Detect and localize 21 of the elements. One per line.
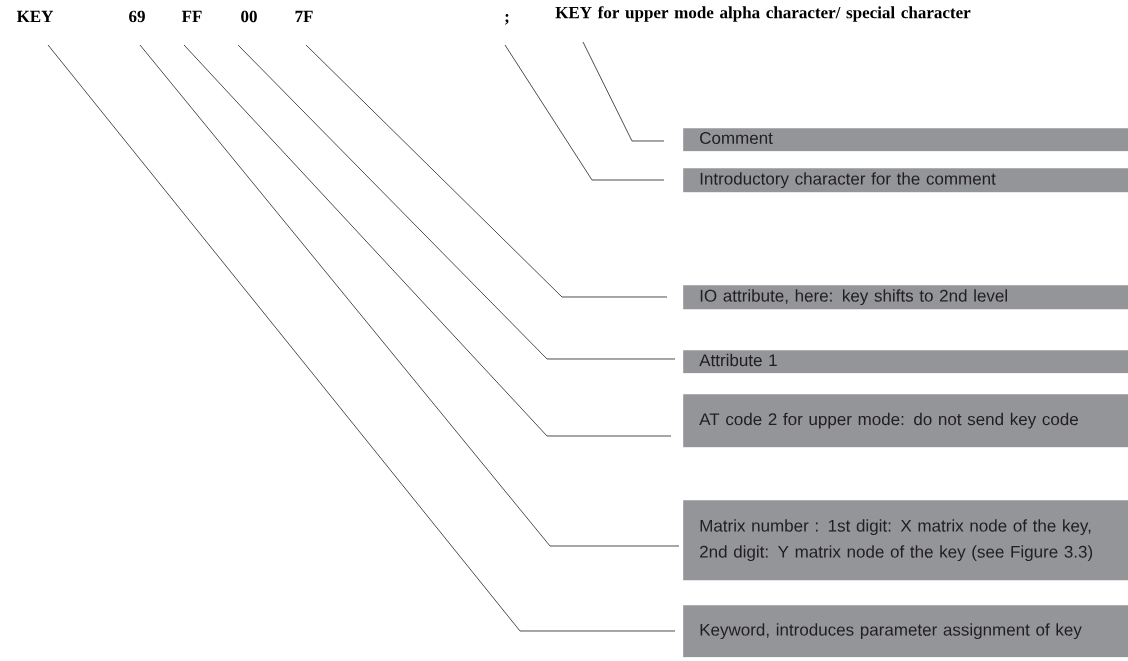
code-token: ; — [505, 14, 509, 25]
leader-line — [582, 41, 665, 142]
comment-text: KEY for upper mode alpha character/ special character — [555, 6, 971, 22]
description-box: Keyword, introduces parameter assignment of key — [683, 605, 1128, 658]
leader-line — [305, 44, 668, 298]
code-token: 00 — [241, 10, 257, 23]
description-box: AT code 2 for upper mode: do not send key code — [683, 394, 1128, 448]
description-box: Comment — [683, 128, 1128, 152]
leader-line — [139, 44, 680, 547]
leader-line — [237, 44, 676, 360]
code-token: 69 — [129, 10, 145, 23]
description-box: Attribute 1 — [683, 350, 1128, 374]
description-box: Introductory character for the comment — [683, 168, 1128, 193]
code-token: FF — [181, 10, 202, 22]
description-box: Matrix number : 1st digit: X matrix node of the key, 2nd digit: Y matrix node of the key (see Figure 3.3) — [683, 500, 1128, 581]
code-token: 7F — [295, 10, 313, 22]
code-token: KEY — [16, 10, 54, 22]
leader-line — [504, 44, 665, 181]
description-box: IO attribute, here: key shifts to 2nd level — [683, 285, 1128, 310]
leader-line — [47, 44, 676, 632]
leader-line — [183, 44, 672, 437]
